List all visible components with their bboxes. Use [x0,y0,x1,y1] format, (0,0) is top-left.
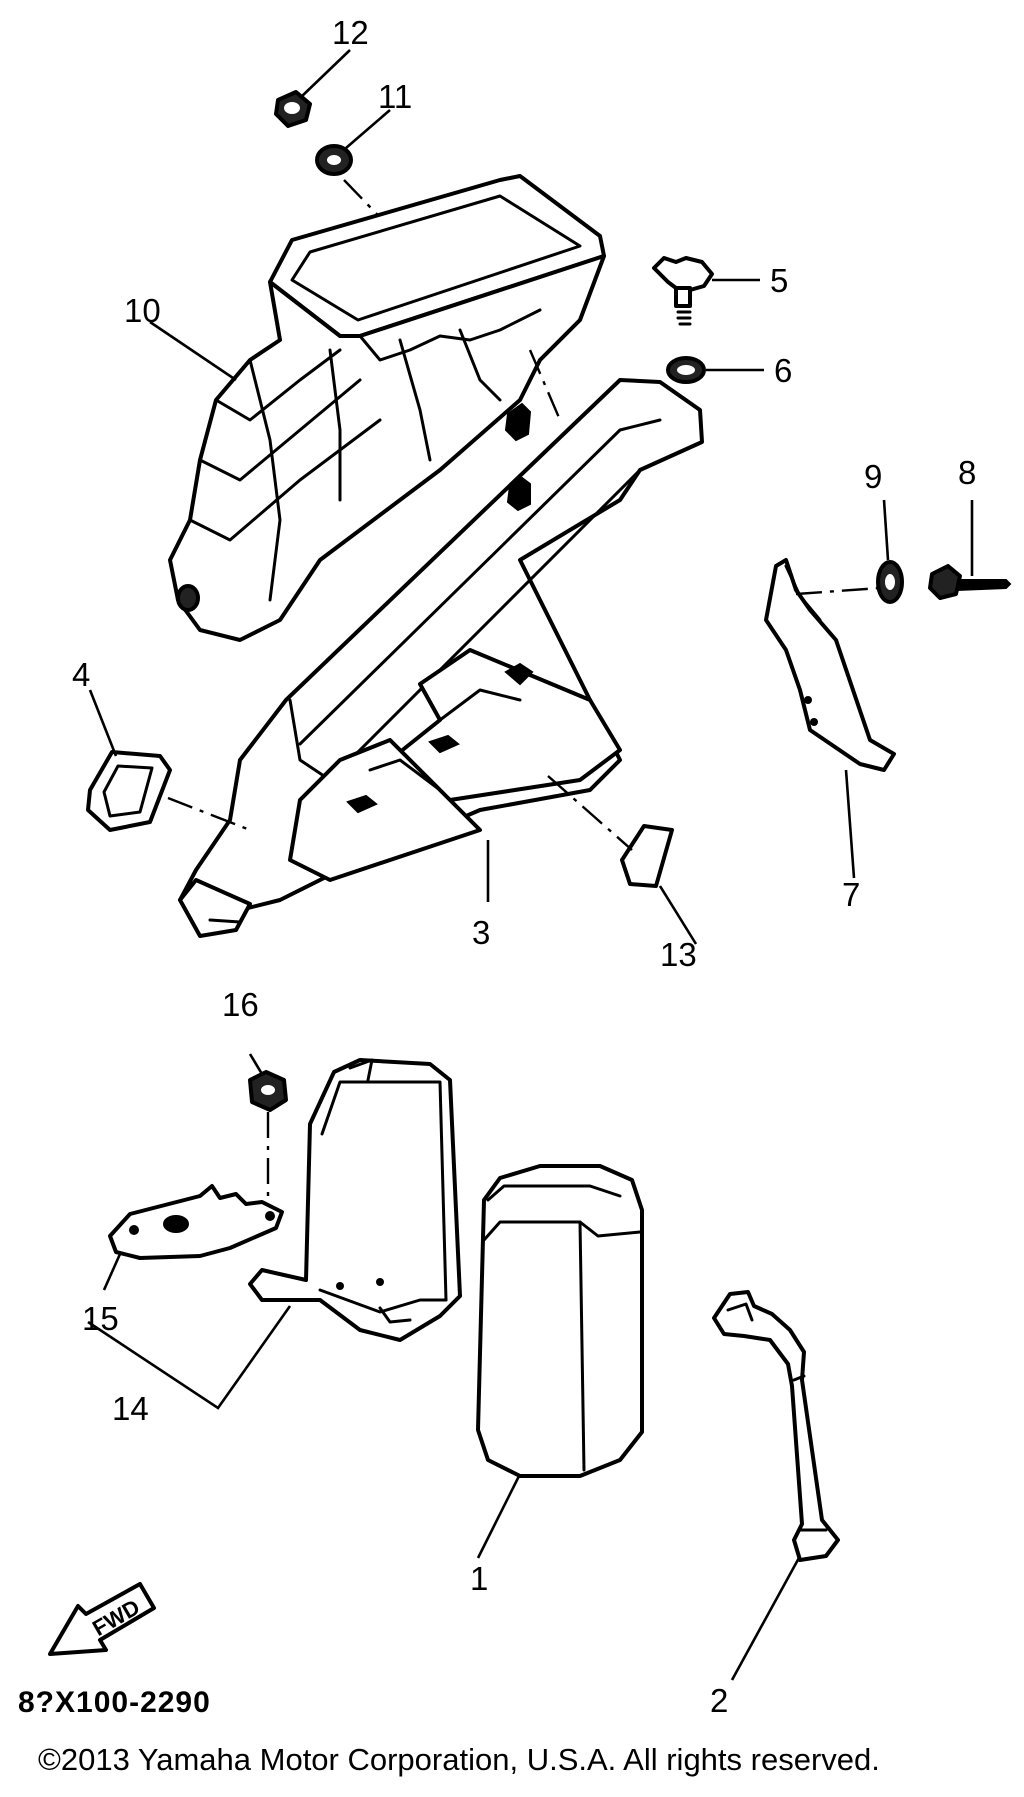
callout-16: 16 [222,986,259,1023]
part-1-battery [476,1164,644,1478]
callout-13: 13 [660,936,697,973]
leader-2 [730,1555,802,1681]
leader-9 [882,499,890,561]
leader-12 [299,49,351,99]
fwd-arrow-icon: FWD [48,1582,156,1656]
part-15-plate [108,1184,284,1260]
callout-8: 8 [958,454,976,491]
drawing-code: 8?X100-2290 [18,1686,211,1719]
callout-15: 15 [82,1300,119,1337]
part-12-nut [274,90,312,128]
callout-4: 4 [72,656,90,693]
leader-14 [87,1305,292,1410]
centerline-13 [547,775,633,851]
copyright-notice: ©2013 Yamaha Motor Corporation, U.S.A. A… [38,1742,880,1777]
part-14-battery-holder [248,1058,462,1342]
callout-10: 10 [124,292,161,329]
centerline-4 [167,796,251,832]
part-2-breather-hose [712,1290,840,1562]
centerline-7 [795,586,881,596]
leader-1 [476,1473,522,1559]
part-16-nut [248,1070,288,1112]
part-8-screw [928,564,1012,600]
callout-9: 9 [864,458,882,495]
part-11-grommet [315,144,353,176]
part-3-battery-tray [178,378,704,938]
callout-5: 5 [770,262,788,299]
leader-15 [102,1253,122,1291]
callout-14: 14 [112,1390,149,1427]
callout-7: 7 [842,876,860,913]
leader-7 [844,769,856,879]
part-13-pad [620,824,674,888]
leader-11 [345,109,391,149]
callout-11: 11 [378,78,412,115]
part-6-grommet [666,356,706,384]
callout-6: 6 [774,352,792,389]
leader-4 [88,689,118,757]
callout-3: 3 [472,914,490,951]
part-5-wing-bolt [652,256,714,326]
callout-12: 12 [332,14,369,51]
part-10-air-duct [168,174,606,642]
leader-13 [658,885,698,945]
leader-16 [248,1053,264,1075]
callout-1: 1 [470,1560,488,1597]
part-9-washer [876,560,904,604]
leader-10 [149,320,237,382]
part-4-pad [86,750,172,832]
centerline-5 [528,349,562,421]
callout-2: 2 [710,1682,728,1719]
